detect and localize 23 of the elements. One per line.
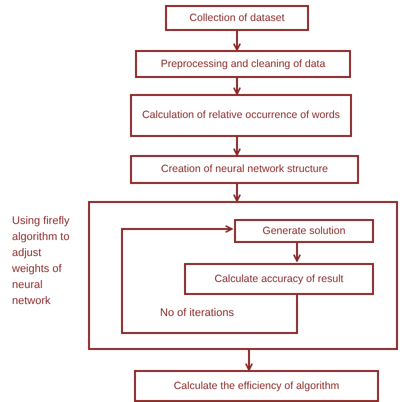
box-label: Calculation of relative occurrence of words — [142, 108, 340, 123]
process-box — [130, 94, 352, 137]
box-label: Generate solution — [262, 224, 346, 238]
box-label: Collection of dataset — [189, 10, 285, 26]
process-box — [184, 263, 374, 295]
arrow — [233, 137, 241, 156]
side-note: Using firefly algorithm to adjust weights of neural network — [12, 214, 70, 309]
process-box — [134, 370, 379, 402]
arrow — [233, 78, 241, 95]
process-box — [135, 50, 351, 78]
arrow — [245, 350, 253, 371]
arrow — [121, 225, 298, 334]
arrow — [233, 184, 241, 202]
box-label: Preprocessing and cleaning of data — [160, 56, 326, 72]
arrow — [233, 31, 241, 51]
process-box — [130, 155, 359, 184]
arrow — [293, 241, 301, 262]
box-label: Calculate accuracy of result — [214, 272, 344, 286]
process-box — [165, 5, 309, 31]
process-box — [234, 219, 374, 243]
box-label: Calculate the efficiency of algorithm — [174, 378, 340, 394]
box-label: Creation of neural network structure — [161, 162, 328, 177]
edge-label: No of iterations — [158, 307, 236, 319]
